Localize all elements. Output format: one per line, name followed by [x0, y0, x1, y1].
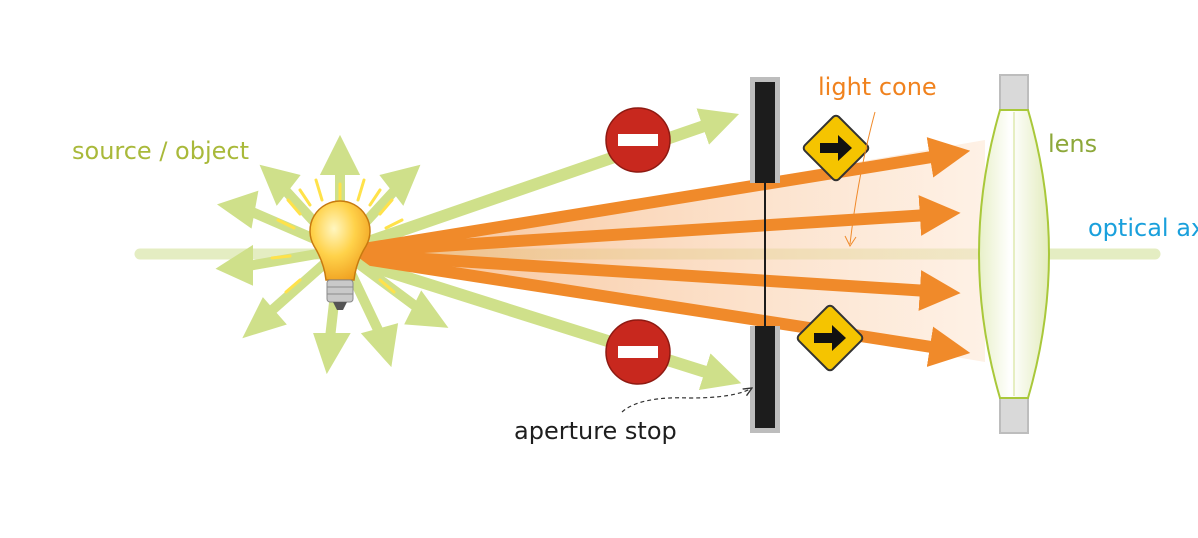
light-cone-label: light cone: [818, 73, 937, 101]
passing-ray-2: [339, 195, 961, 258]
no-entry-sign-icon: [605, 107, 671, 173]
lens: [978, 74, 1050, 434]
light-bulb-icon: [215, 134, 449, 375]
right-arrow-warning-sign-icon: [802, 114, 870, 182]
right-arrow-warning-sign-icon: [796, 304, 864, 372]
source-object-label: source / object: [72, 137, 249, 165]
light-cone-leader: [849, 111, 876, 245]
aperture-stop-leader: [621, 388, 752, 413]
lens-mount-bottom: [999, 394, 1029, 434]
light-cone-fill: [340, 140, 985, 362]
light-cone-leader-head: [844, 235, 857, 247]
aperture-stop: [750, 77, 780, 433]
no-entry-sign-icon: [605, 319, 671, 385]
aperture-stop-label: aperture stop: [514, 417, 677, 445]
optical-axis-label: optical axis: [1088, 214, 1198, 242]
passing-ray-3: [339, 248, 961, 311]
lens-label: lens: [1048, 130, 1098, 158]
lens-mount-top: [999, 74, 1029, 114]
